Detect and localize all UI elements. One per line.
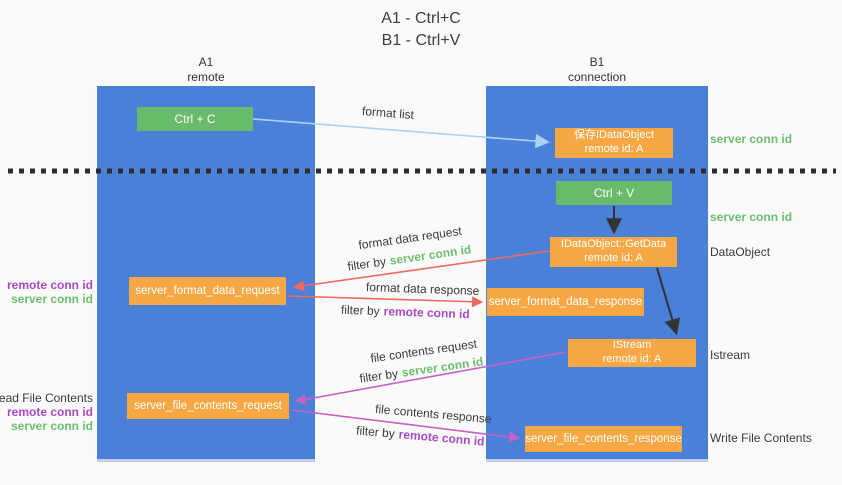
annotation-group-file: Read File Contents remote conn id server… xyxy=(0,391,93,433)
node-format-response-label: server_format_data_response xyxy=(488,295,643,308)
node-idataobject-getdata: IDataObject::GetData remote id: A xyxy=(550,237,677,267)
node-istream: IStream remote id: A xyxy=(568,339,696,367)
remote-conn-id-text: remote conn id xyxy=(398,427,486,449)
node-server-format-data-request: server_format_data_request xyxy=(129,277,286,305)
remote-conn-id-text: remote conn id xyxy=(383,304,470,322)
label-format-list: format list xyxy=(362,104,415,122)
node-server-format-data-response: server_format_data_response xyxy=(487,288,644,316)
node-file-request-label: server_file_contents_request xyxy=(134,399,282,412)
annotation-read-file-contents: Read File Contents xyxy=(0,391,93,405)
filter-by-text: filter by xyxy=(355,423,396,441)
filter-by-text: filter by xyxy=(340,302,380,319)
lane-a1-name: A1 xyxy=(198,55,214,69)
annotation-remote-conn-id-1: remote conn id xyxy=(6,278,93,292)
annotation-server-conn-id-mid: server conn id xyxy=(710,210,793,224)
node-ctrl-v-label: Ctrl + V xyxy=(593,185,635,200)
node-format-request-label: server_format_data_request xyxy=(135,284,280,297)
annotation-dataobject: DataObject xyxy=(710,245,771,259)
label-file-contents-response: file contents response xyxy=(375,402,493,426)
lane-header-b1: B1 connection xyxy=(486,55,708,85)
filter-by-text: filter by xyxy=(358,366,399,386)
lane-b1-role: connection xyxy=(567,70,627,84)
lane-header-a1: A1 remote xyxy=(97,55,315,85)
annotation-server-conn-id-1: server conn id xyxy=(10,292,93,307)
label-format-list-text: format list xyxy=(361,103,415,123)
label-format-data-response-text: format data response xyxy=(365,280,480,298)
annotation-server-conn-id-2: server conn id xyxy=(10,419,93,434)
node-istream-line1: IStream xyxy=(612,339,652,352)
node-getdata-line1: IDataObject::GetData xyxy=(560,238,667,251)
node-getdata-line2: remote id: A xyxy=(584,252,643,264)
annotation-server-conn-id-top: server conn id xyxy=(710,132,793,146)
node-save-dataobject-line2: remote id: A xyxy=(584,143,644,155)
node-server-file-contents-response: server_file_contents_response xyxy=(525,426,682,452)
annotation-remote-conn-id-2: remote conn id xyxy=(6,405,93,420)
node-server-file-contents-request: server_file_contents_request xyxy=(127,393,289,419)
node-istream-line2: remote id: A xyxy=(602,353,662,365)
filter-by-text: filter by xyxy=(346,254,387,274)
title-line2: B1 - Ctrl+V xyxy=(381,31,461,49)
lane-b1-name: B1 xyxy=(589,55,605,69)
title-line1: A1 - Ctrl+C xyxy=(381,10,461,27)
annotation-write-file-contents: Write File Contents xyxy=(710,431,812,445)
label-format-data-response: format data response xyxy=(366,280,480,298)
node-ctrl-c: Ctrl + C xyxy=(137,107,253,131)
label-file-contents-response-text: file contents response xyxy=(374,401,493,427)
diagram-title: A1 - Ctrl+C B1 - Ctrl+V xyxy=(0,8,842,51)
node-save-dataobject: 保存IDataObject remote id: A xyxy=(555,128,673,158)
node-ctrl-c-label: Ctrl + C xyxy=(174,111,216,126)
annotation-group-format: remote conn id server conn id xyxy=(7,278,93,306)
node-save-dataobject-line1: 保存IDataObject xyxy=(573,129,655,142)
lane-a1-role: remote xyxy=(187,70,225,84)
annotation-istream: Istream xyxy=(710,348,751,362)
node-ctrl-v: Ctrl + V xyxy=(556,181,672,205)
node-file-response-label: server_file_contents_response xyxy=(525,432,682,445)
